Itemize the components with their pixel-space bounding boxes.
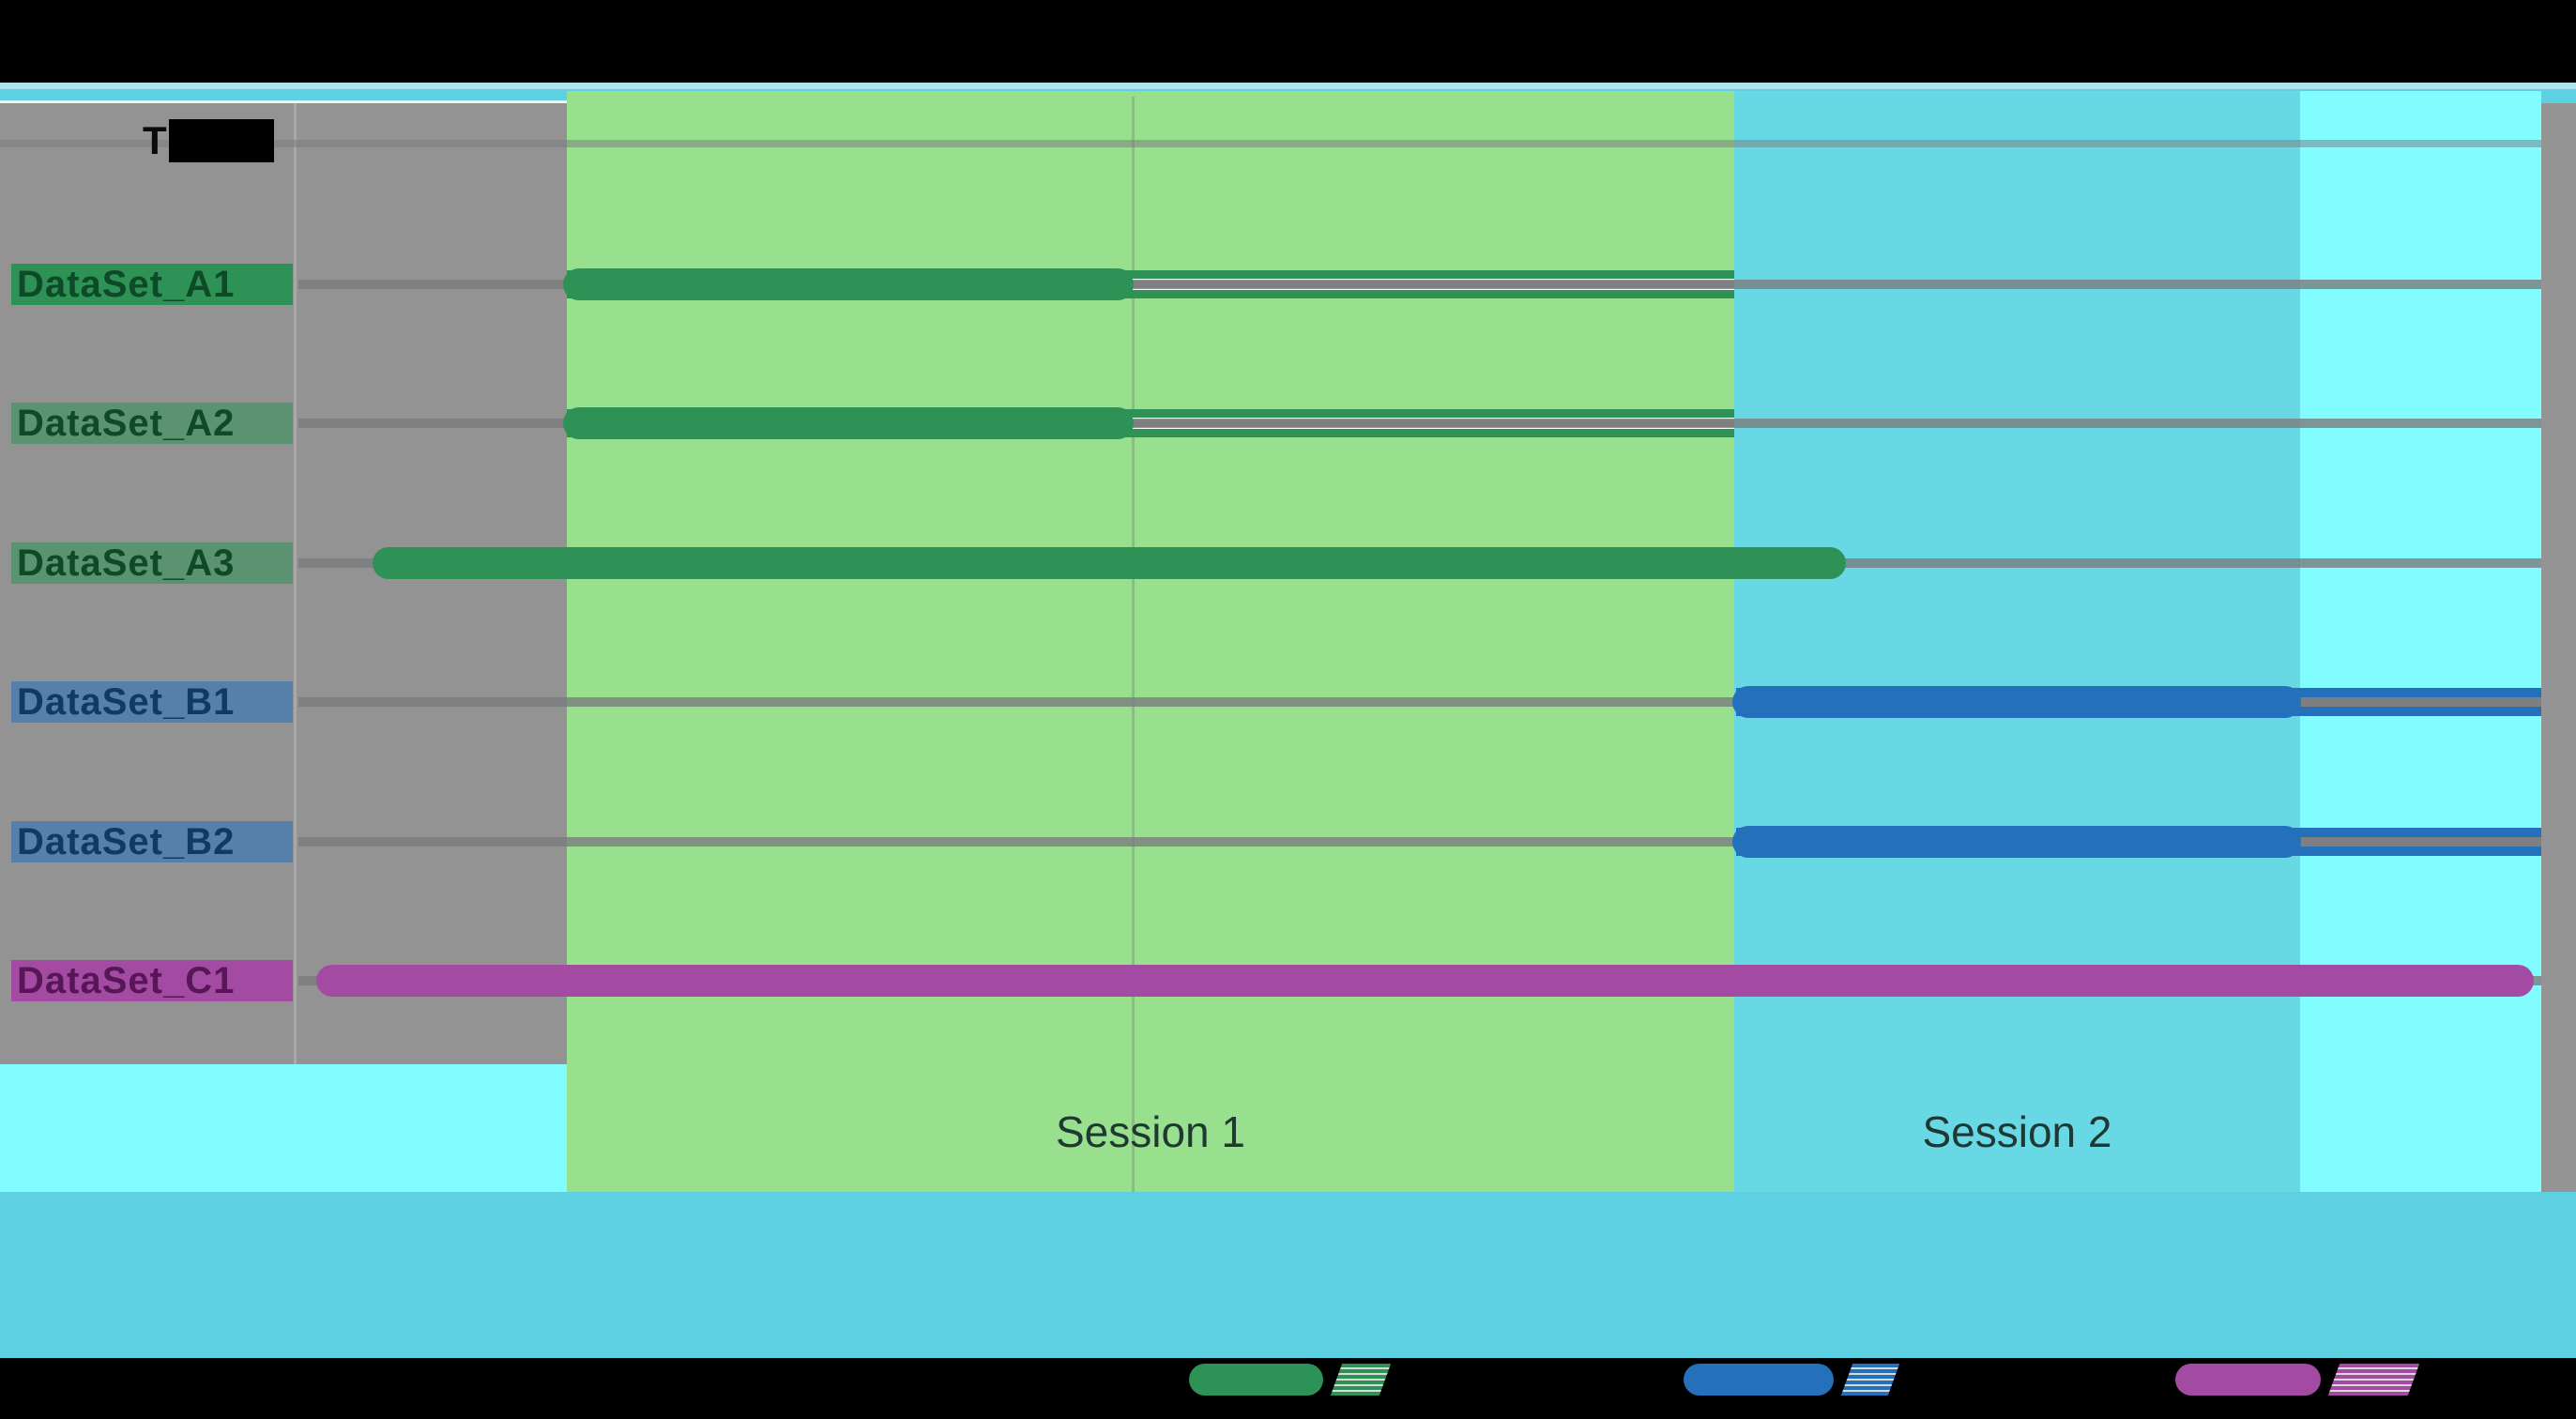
- bottom-teal-band: [0, 1192, 2576, 1358]
- gantt-bar-DataSet_B1: [1732, 686, 2301, 718]
- row-label-DataSet_B1: DataSet_B1: [11, 681, 293, 723]
- gantt-bar-DataSet_C1: [316, 965, 2534, 997]
- task-column-header: T: [143, 118, 274, 163]
- legend-item-series-a[interactable]: [1189, 1364, 1392, 1396]
- right-cyan-band: [2300, 91, 2541, 1192]
- row-track-line-DataSet_B1: [298, 697, 2541, 707]
- row-track-line-DataSet_A1: [298, 280, 2541, 289]
- gantt-bar-DataSet_A3: [373, 547, 1846, 579]
- row-label-DataSet_A3: DataSet_A3: [11, 542, 293, 584]
- legend-item-series-b[interactable]: [1684, 1364, 1900, 1396]
- row-track-line-DataSet_B2: [298, 837, 2541, 847]
- row-label-DataSet_B2: DataSet_B2: [11, 821, 293, 862]
- row-label-DataSet_A2: DataSet_A2: [11, 403, 293, 444]
- series-b-swatch: [1684, 1364, 1834, 1396]
- session1-label-text: Session 1: [1055, 1107, 1245, 1156]
- series-b-slash-mark: [1840, 1364, 1900, 1396]
- series-c-swatch: [2175, 1364, 2321, 1396]
- session1-label: Session 1: [567, 1104, 1734, 1160]
- session2-band: [1734, 91, 2300, 1192]
- left-cyan-block: [0, 1064, 567, 1192]
- header-gridline: [0, 140, 2541, 147]
- series-a-slash-mark: [1330, 1364, 1392, 1396]
- vertical-gridline: [1132, 97, 1135, 1192]
- gantt-bar-DataSet_B2: [1732, 826, 2301, 858]
- series-a-swatch: [1189, 1364, 1323, 1396]
- session2-label-text: Session 2: [1922, 1107, 2112, 1156]
- gantt-bar-DataSet_A2: [563, 407, 1134, 439]
- right-gray-column: [2541, 103, 2576, 1192]
- label-column-divider: [294, 103, 297, 1064]
- row-label-DataSet_C1: DataSet_C1: [11, 960, 293, 1001]
- row-track-line-DataSet_A2: [298, 419, 2541, 428]
- series-c-slash-mark: [2327, 1364, 2420, 1396]
- session2-label: Session 2: [1734, 1104, 2300, 1160]
- task-column-header-label: T: [143, 118, 167, 162]
- row-label-DataSet_A1: DataSet_A1: [11, 264, 293, 305]
- legend-item-series-c[interactable]: [2175, 1364, 2420, 1396]
- header-redaction-box: [168, 119, 274, 162]
- gantt-bar-DataSet_A1: [563, 268, 1134, 300]
